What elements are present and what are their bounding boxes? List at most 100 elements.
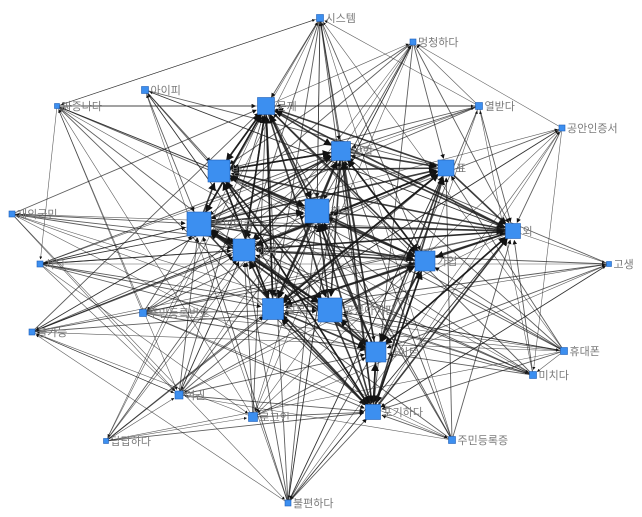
edge-yeolbat-oe [478,105,512,223]
node-hanguk[interactable] [304,198,330,224]
edge-oe-jaeoe [16,212,514,232]
node-gosaeng[interactable] [606,261,612,267]
edge-jjajeung-system [56,19,316,107]
edge-gosaeng-saiteu [386,263,610,349]
node-label-mungchung: 멍청하다 [418,35,458,49]
node-ipin[interactable] [141,86,149,94]
edge-hyudaepon-gaip [434,267,565,352]
edge-mungchung-oe [412,41,509,224]
node-hyudaepon[interactable] [560,347,568,355]
node-label-dapdap: 답답하다 [111,434,151,448]
node-chadan[interactable] [36,260,44,268]
edge-bangbeop-pyo [340,150,438,170]
node-bulgane[interactable] [28,328,36,336]
node-yeolbat[interactable] [475,102,483,110]
node-jaeoe[interactable] [8,210,16,218]
edge-jumin-pyo [142,171,438,314]
edge-oe-bangeo [230,171,514,232]
node-bonin[interactable] [186,211,212,237]
edge-bulgane-hanguk [31,215,305,333]
edge-jjajeung-chadan [39,105,58,260]
edge-hyudaepon-pogi [381,350,565,411]
edge-chadan-bangbeop [39,154,331,265]
node-label-bangbeop: 방법 [353,145,373,158]
node-label-oe: 외 [523,225,533,238]
node-label-bonin: 본인인증 [213,218,253,231]
edge-michida-bonin [211,229,534,376]
node-label-ipin: 아이피 [151,84,181,97]
node-gaip[interactable] [414,250,436,272]
edge-yeolbat-bangbeop [351,105,480,149]
edge-bonin-pyo [198,167,438,225]
node-yeogwon[interactable] [174,390,184,400]
node-jumin[interactable] [139,309,147,317]
node-rogeuin[interactable] [248,412,258,422]
node-label-munje: 문제 [277,100,297,113]
node-oe[interactable] [505,223,521,239]
edge-pyo-munje [274,107,447,169]
edge-dapdap-pogi [105,411,365,442]
edge-michida-oe [512,239,534,376]
edge-gongin-oe [516,127,563,223]
node-label-juminjeung: 주민등록증 [458,434,509,447]
edge-jumin-jjajeung [58,109,144,314]
node-mungchung[interactable] [409,38,417,46]
edge-bulpyeon-haeoe [244,262,289,504]
node-juminjeung[interactable] [448,436,456,444]
node-gongin[interactable] [558,124,566,132]
edge-yeogwon-munje [178,115,265,396]
node-label-michida: 미치다 [539,369,569,382]
node-dapdap[interactable] [103,438,109,444]
edge-jaeoe-munje [11,109,257,215]
edge-jumin-juminjeung [142,312,448,439]
node-bangeo[interactable] [207,159,231,183]
node-label-jumin: 주민등록번호 [149,307,210,320]
edge-chadan-haeoe [39,248,232,265]
edge-pyo-oe [445,167,507,226]
edge-juminjeung-pogi [381,414,453,441]
edge-yeogwon-saiteu [178,353,365,396]
node-label-hanguk: 한국 [331,205,351,218]
edge-bulgane-haeoe [31,254,233,333]
edge-yeogwon-gaip [178,266,415,396]
edge-bangbeop-oe [340,150,506,228]
node-gonggong[interactable] [317,297,343,323]
edge-jumin-pogi [142,312,365,409]
node-michida[interactable] [529,371,537,379]
edge-michida-jeongbu [284,310,534,376]
node-bangbeop[interactable] [331,141,351,161]
node-label-hyudaepon: 휴대폰 [570,345,600,358]
edge-rogeuin-bulgane [36,333,254,418]
node-jjajeung[interactable] [54,103,60,109]
node-label-gonggong: 공공아이핀 [344,304,395,317]
edge-saiteu-oe [375,236,507,353]
edge-ipin-bonin [144,89,195,212]
edge-juminjeung-oe [451,239,512,441]
edge-jeongbu-mungchung [272,46,411,310]
edge-munje-dapdap [107,105,267,438]
edge-pogi-saiteu [371,363,380,413]
edge-dapdap-system [105,22,318,442]
node-label-saiteu: 사이트 [388,346,418,359]
edge-yeolbat-mungchung [416,45,480,107]
node-label-rogeuin: 로그인 [260,411,290,424]
node-system[interactable] [316,14,324,22]
node-pogi[interactable] [365,404,381,420]
edge-oe-ipin [149,91,514,232]
edge-gaip-haeoe [256,247,426,262]
edge-chadan-yeogwon [39,263,175,392]
node-munje[interactable] [257,97,275,115]
node-label-bangeo: 방 [232,165,242,178]
node-haeoe[interactable] [232,238,256,262]
node-saiteu[interactable] [365,341,387,363]
node-layer [8,14,612,507]
edge-rogeuin-haeoe [242,262,254,418]
edge-pogi-gosaeng [372,266,606,413]
edge-bulpyeon-bangbeop [287,161,341,504]
edge-bulpyeon-ipin [146,94,289,504]
edge-bulpyeon-hanguk [287,224,318,504]
node-pyo[interactable] [437,159,455,177]
node-jeongbu[interactable] [262,298,284,320]
edge-layer [11,17,610,504]
node-bulpyeon[interactable] [284,499,292,507]
